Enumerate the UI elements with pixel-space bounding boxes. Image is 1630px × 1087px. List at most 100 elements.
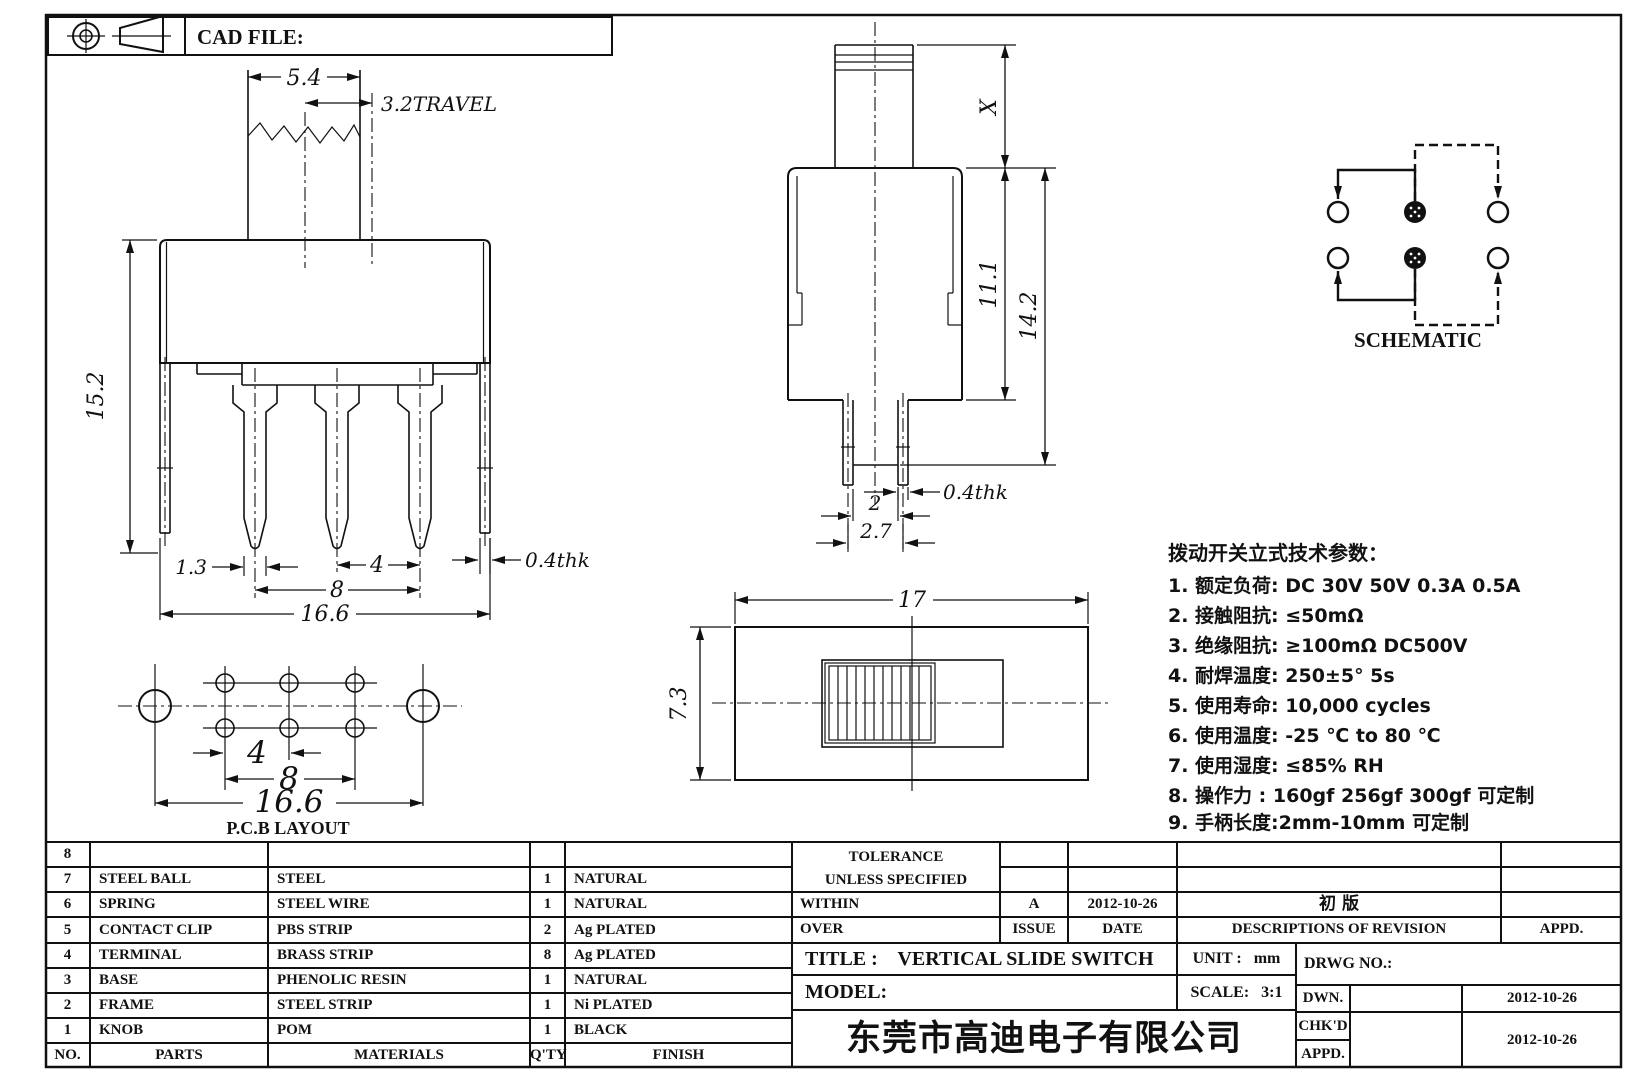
front-dim-pin-width: 1.3 xyxy=(175,555,207,579)
parts-header-materials: MATERIALS xyxy=(354,1047,444,1063)
front-dim-thickness: 0.4thk xyxy=(525,548,590,572)
unit-value: mm xyxy=(1253,950,1281,967)
front-dim-total-width: 16.6 xyxy=(301,602,350,627)
parts-row-qty: 1 xyxy=(543,972,552,988)
parts-row-material: POM xyxy=(277,1022,312,1038)
parts-header-parts: PARTS xyxy=(155,1047,203,1063)
title-value: VERTICAL SLIDE SWITCH xyxy=(897,948,1154,970)
parts-row-qty: 2 xyxy=(543,922,552,938)
parts-row-finish xyxy=(574,842,790,867)
parts-row-no: 5 xyxy=(63,922,72,938)
front-dim-knob-width: 5.4 xyxy=(287,66,322,91)
tech-param-item: 6. 使用温度: -25 ℃ to 80 ℃ xyxy=(1168,724,1441,747)
parts-row-part: TERMINAL xyxy=(99,947,182,963)
model-cell: MODEL: xyxy=(805,975,1175,1010)
parts-header-no: NO. xyxy=(54,1047,81,1063)
scale-label: SCALE: xyxy=(1190,984,1250,1001)
pcb-dim-total: 16.6 xyxy=(254,784,323,820)
revision-description-value: 初 版 xyxy=(1319,894,1359,914)
projection-symbol-icon xyxy=(67,14,171,54)
parts-row-qty: 1 xyxy=(543,896,552,912)
parts-row-finish: NATURAL xyxy=(574,972,648,988)
tech-param-item: 7. 使用湿度: ≤85% RH xyxy=(1168,754,1384,777)
side-dim-pin-gap: 2 xyxy=(868,491,882,515)
parts-row-no: 1 xyxy=(63,1022,72,1038)
title-cell: TITLE : VERTICAL SLIDE SWITCH xyxy=(805,943,1175,975)
parts-row-material: BRASS STRIP xyxy=(277,947,374,963)
parts-row-part: CONTACT CLIP xyxy=(99,922,213,938)
pcb-dim-pitch-large: 8 xyxy=(279,761,299,797)
revision-date-value: 2012-10-26 xyxy=(1087,896,1158,912)
tech-params: 拨动开关立式技术参数： 1. 额定负荷: DC 30V 50V 0.3A 0.5… xyxy=(1168,541,1534,834)
parts-row-finish: Ag PLATED xyxy=(574,922,656,938)
scale-value: 3:1 xyxy=(1261,984,1283,1001)
title-label: TITLE : xyxy=(805,948,878,970)
unit-label: UNIT : xyxy=(1192,950,1242,967)
parts-row-material: STEEL STRIP xyxy=(277,997,373,1013)
parts-row-material: STEEL xyxy=(277,871,326,887)
side-dim-pin-pitch: 2.7 xyxy=(859,519,892,543)
schematic-label: SCHEMATIC xyxy=(1354,328,1482,352)
pcb-dim-pitch-small: 4 xyxy=(246,735,267,771)
parts-row-qty: 1 xyxy=(543,871,552,887)
pcb-layout-label: P.C.B LAYOUT xyxy=(226,818,349,838)
company-name: 东莞市高迪电子有限公司 xyxy=(845,1019,1242,1059)
table-grid xyxy=(45,841,1622,1068)
parts-row-qty xyxy=(530,842,565,867)
tech-param-item: 8. 操作力 : 160gf 256gf 300gf 可定制 xyxy=(1168,784,1534,807)
front-dim-travel: 3.2TRAVEL xyxy=(381,92,497,116)
parts-row-finish: BLACK xyxy=(574,1022,628,1038)
parts-row-finish: Ag PLATED xyxy=(574,947,656,963)
front-dim-pitch-small: 4 xyxy=(369,553,384,578)
side-dim-body-height: 11.1 xyxy=(977,260,1002,309)
side-view xyxy=(787,22,1056,552)
parts-row-no: 3 xyxy=(63,972,72,988)
revision-appd-label: APPD. xyxy=(1539,921,1584,937)
tech-params-title: 拨动开关立式技术参数： xyxy=(1168,541,1388,565)
parts-row-material: PHENOLIC RESIN xyxy=(277,972,407,988)
scale-cell: SCALE: 3:1 xyxy=(1177,975,1296,1010)
chkd-label: CHK'D xyxy=(1298,1018,1348,1034)
appd-label: APPD. xyxy=(1301,1046,1345,1062)
unit-cell: UNIT : mm xyxy=(1177,943,1296,975)
parts-row-part xyxy=(99,842,267,867)
front-view xyxy=(120,63,521,622)
drwg-no-label: DRWG NO.: xyxy=(1304,955,1393,972)
parts-row-part: SPRING xyxy=(99,896,156,912)
tech-param-item: 4. 耐焊温度: 250±5° 5s xyxy=(1168,664,1395,687)
top-view xyxy=(690,588,1110,791)
top-dim-width: 7.3 xyxy=(667,687,692,722)
sheet-frame xyxy=(44,13,1623,1069)
tolerance-line2: UNLESS SPECIFIED xyxy=(824,872,968,888)
tech-param-item: 5. 使用寿命: 10,000 cycles xyxy=(1168,694,1431,717)
parts-row-no: 4 xyxy=(63,947,72,963)
parts-header-qty: Q'TY xyxy=(530,1047,567,1063)
revision-issue-value: A xyxy=(1028,896,1040,912)
parts-row-qty: 1 xyxy=(543,1022,552,1038)
dwn-label: DWN. xyxy=(1302,990,1344,1006)
parts-row-no: 7 xyxy=(63,871,72,887)
schematic-diagram xyxy=(1326,143,1510,327)
tech-param-item: 2. 接触阻抗: ≤50mΩ xyxy=(1168,604,1364,627)
model-label: MODEL: xyxy=(805,981,888,1003)
tech-param-item: 1. 额定负荷: DC 30V 50V 0.3A 0.5A xyxy=(1168,574,1521,597)
dwn-date: 2012-10-26 xyxy=(1507,990,1577,1006)
revision-descriptions-label: DESCRIPTIONS OF REVISION xyxy=(1231,921,1447,937)
parts-row-no: 2 xyxy=(63,997,72,1013)
tech-param-item: 3. 绝缘阻抗: ≥100mΩ DC500V xyxy=(1168,634,1468,657)
parts-row-no: 8 xyxy=(63,846,72,862)
top-dim-length: 17 xyxy=(898,588,926,613)
parts-row-part: KNOB xyxy=(99,1022,144,1038)
parts-row-part: STEEL BALL xyxy=(99,871,192,887)
parts-row-material: STEEL WIRE xyxy=(277,896,370,912)
parts-row-qty: 1 xyxy=(543,997,552,1013)
revision-date-label: DATE xyxy=(1102,921,1143,937)
parts-row-finish: Ni PLATED xyxy=(574,997,653,1013)
parts-row-material xyxy=(277,842,527,867)
tolerance-within-label: WITHIN xyxy=(800,896,860,912)
front-dim-height: 15.2 xyxy=(84,372,109,421)
revision-issue-label: ISSUE xyxy=(1012,921,1056,937)
